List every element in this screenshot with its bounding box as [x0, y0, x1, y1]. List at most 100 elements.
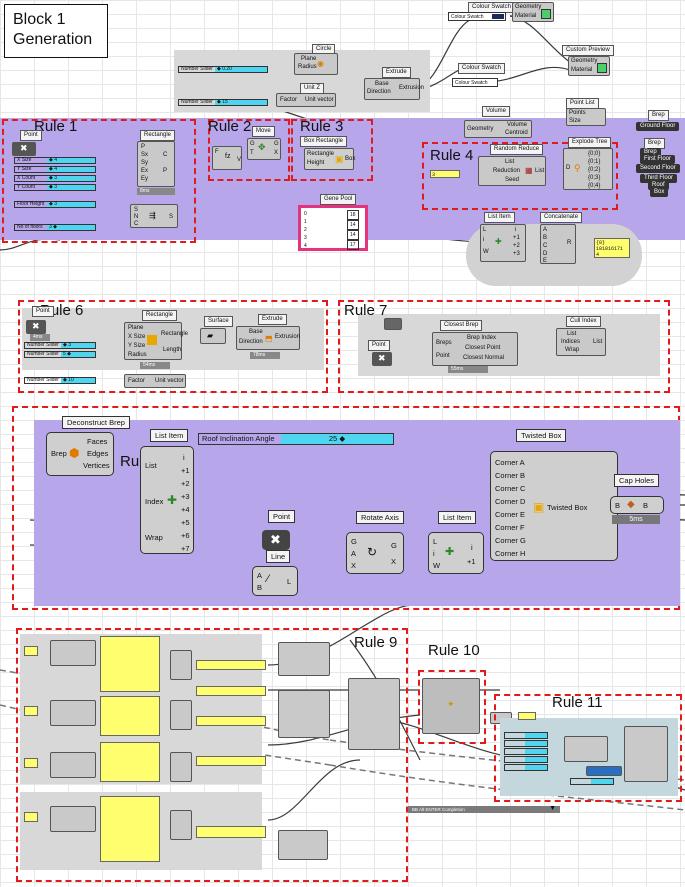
corner-f: Corner F [495, 523, 525, 532]
second-floor-param[interactable]: Second Floor [636, 164, 680, 173]
r9-list-1[interactable] [170, 650, 192, 680]
surface-component[interactable]: ▰ [200, 328, 226, 344]
list-item-r8-component[interactable]: List Index Wrap ✚ i +1 +2 +3 +4 +5 +6 +7 [140, 446, 194, 554]
slider-y-count[interactable]: Y Count ◆ 3 [14, 184, 96, 191]
r11-component-main[interactable] [624, 726, 668, 782]
point-param-r8[interactable]: ✖ [262, 530, 290, 550]
custom-preview[interactable]: Geometry Material [568, 56, 610, 76]
gene-value-1[interactable]: 14 [347, 220, 359, 230]
gene-value-3[interactable]: 17 [347, 240, 359, 250]
point-param-r7[interactable]: ✖ [372, 352, 392, 366]
r9-node-4[interactable] [50, 806, 96, 832]
r11-slider-3[interactable] [504, 748, 548, 755]
closest-brep-component[interactable]: Breps Point Brep Index Closest Point Clo… [432, 332, 518, 366]
cap-holes-component[interactable]: B ◆ B [610, 496, 664, 514]
reduction-input-panel[interactable]: 3 [430, 170, 460, 178]
box-param[interactable]: Box [650, 188, 669, 197]
brep-input-r7[interactable] [384, 318, 402, 330]
bottom-status-bar[interactable]: BB Alt ENTER Completion ▼ [408, 805, 560, 813]
r9-node-3[interactable] [50, 752, 96, 778]
random-reduce-component[interactable]: List Reduction Seed ▦ List [478, 156, 546, 186]
r9-out-panel-2[interactable] [196, 686, 266, 696]
unit-z-component[interactable]: Factor Unit vector [276, 93, 336, 107]
r11-toggle[interactable] [586, 766, 622, 776]
r10-component[interactable]: ✦ [422, 678, 480, 734]
r9-out-panel-5[interactable] [196, 826, 266, 838]
r9-text-panel-4[interactable] [100, 796, 160, 862]
twisted-box-component[interactable]: Corner A Corner B Corner C Corner D Corn… [490, 451, 618, 561]
gene-value-0[interactable]: 18 [347, 210, 359, 220]
r9-input-3[interactable] [24, 758, 38, 768]
slider-y-size[interactable]: Y Size ◆ 4 [14, 166, 96, 173]
r11-slider-2[interactable] [504, 740, 548, 747]
r9-input-2[interactable] [24, 706, 38, 716]
r9-text-panel-3[interactable] [100, 742, 160, 782]
slider-no-floors[interactable]: No of floors 3 ◆ [14, 224, 96, 231]
box-rectangle-component[interactable]: Rectangle Height ▣ Box [304, 148, 355, 170]
r11-slider-4[interactable] [504, 756, 548, 763]
unit-z-r6-component[interactable]: Factor Unit vector [124, 374, 186, 388]
r11-slider-5[interactable] [504, 764, 548, 771]
r9-config-main[interactable] [348, 678, 400, 750]
custom-preview-top[interactable]: Geometry Material [512, 2, 554, 22]
r9-text-panel-1[interactable] [100, 636, 160, 692]
r11-panel[interactable] [518, 712, 536, 720]
r9-out-panel-1[interactable] [196, 660, 266, 670]
point-list-component[interactable]: Points Size [566, 108, 606, 126]
roof-angle-slider[interactable]: Roof Inclination Angle 25 ◆ [198, 433, 394, 445]
extrude-top-component[interactable]: Base Direction Extrusion [364, 78, 424, 100]
colour-swatch-2[interactable]: Colour Swatch [452, 78, 498, 87]
r9-out-panel-4[interactable] [196, 756, 266, 766]
slider-x-count[interactable]: X Count ◆ 3 [14, 175, 96, 182]
concat-result-panel[interactable]: {0} 181816171 4 [594, 238, 630, 258]
r9-node-2[interactable] [50, 700, 96, 726]
colour-swatch-1[interactable]: Colour Swatch [448, 12, 506, 21]
gene-pool[interactable]: 0 1 2 3 4 18 14 14 17 [298, 205, 368, 251]
slider-r6-2[interactable]: Number Slider 5 ◆ [24, 351, 96, 358]
roof-param[interactable]: Roof [648, 181, 669, 190]
slider-radius[interactable]: Number Slider ◆ 0.20 [178, 66, 268, 73]
r9-list-2[interactable] [170, 700, 192, 730]
r9-input-4[interactable] [24, 812, 38, 822]
point-param-r6[interactable]: ✖ [26, 320, 46, 334]
r11-slider-6[interactable] [570, 778, 614, 785]
cull-index-component[interactable]: List Indices Wrap List [556, 328, 606, 356]
r9-out-panel-3[interactable] [196, 716, 266, 726]
third-floor-param[interactable]: Third Floor [640, 174, 678, 183]
r9-config-3[interactable] [278, 830, 328, 860]
gene-value-2[interactable]: 14 [347, 230, 359, 240]
list-item-r8b-component[interactable]: L i W ✚ i +1 [428, 532, 484, 574]
volume-component[interactable]: Geometry Volume Centroid [464, 120, 532, 138]
r11-slider-1[interactable] [504, 732, 548, 739]
slider-r6-3[interactable]: Number Slider ◆ 10 [24, 377, 96, 384]
slider-floor-height[interactable]: Floor Height ◆ 3 [14, 201, 96, 208]
r11-component-1[interactable] [564, 736, 608, 762]
first-floor-param[interactable]: First Floor [640, 155, 675, 164]
r9-config-1[interactable] [278, 642, 330, 676]
slider-factor[interactable]: Number Slider ◆ 15 [178, 99, 268, 106]
r9-text-panel-2[interactable] [100, 696, 160, 736]
slider-x-size[interactable]: X Size ◆ 4 [14, 157, 96, 164]
line-component[interactable]: A B ⁄ L [252, 566, 298, 596]
r9-node-1[interactable] [50, 640, 96, 666]
r9-list-3[interactable] [170, 752, 192, 782]
ground-floor-param[interactable]: Ground Floor [636, 122, 680, 131]
extrude-r6-component[interactable]: Base Direction ⬒ Extrusion [236, 326, 300, 350]
deconstruct-brep-component[interactable]: Brep ⬢ Faces Edges Vertices [46, 432, 114, 476]
rotate-axis-component[interactable]: G A X ↻ G X [346, 532, 404, 574]
explode-tree-component[interactable]: D ⚲ {0;0} {0;1} {0;2} {0;3} {0;4} [563, 148, 613, 190]
brep-param[interactable]: Brep [640, 148, 661, 157]
circle-component[interactable]: Plane Radius ◉ [294, 53, 338, 75]
r9-config-2[interactable] [278, 690, 330, 738]
r9-input-1[interactable] [24, 646, 38, 656]
r9-list-4[interactable] [170, 810, 192, 840]
slider-r6-1[interactable]: Number Slider ◆ 3 [24, 342, 96, 349]
point-param-r1[interactable]: ✖ [12, 142, 36, 156]
unit-z-r2-component[interactable]: F fz V [212, 146, 242, 170]
